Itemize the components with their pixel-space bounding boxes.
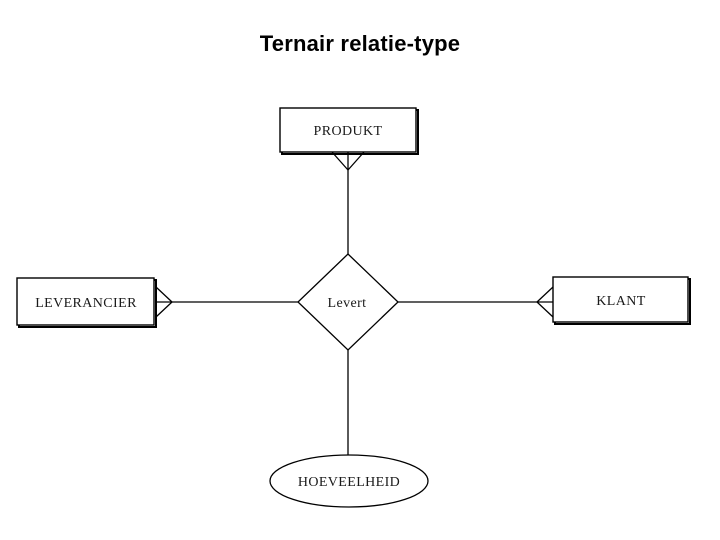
connector-leverancier-levert xyxy=(155,286,298,318)
attribute-hoeveelheid: HOEVEELHEID xyxy=(269,454,429,508)
slide-title: Ternair relatie-type xyxy=(259,31,461,56)
entity-leverancier-label: LEVERANCIER xyxy=(35,296,137,311)
relationship-levert-label: Levert xyxy=(328,296,367,311)
entity-klant: KLANT xyxy=(552,276,691,325)
connector-klant-levert xyxy=(398,286,554,318)
attribute-hoeveelheid-label: HOEVEELHEID xyxy=(298,475,400,490)
entity-leverancier: LEVERANCIER xyxy=(16,277,157,328)
relationship-levert: Levert xyxy=(297,253,399,351)
entity-produkt: PRODUKT xyxy=(279,107,419,155)
entity-produkt-label: PRODUKT xyxy=(314,124,383,139)
entity-klant-label: KLANT xyxy=(596,294,645,309)
connector-produkt-levert xyxy=(331,151,365,254)
